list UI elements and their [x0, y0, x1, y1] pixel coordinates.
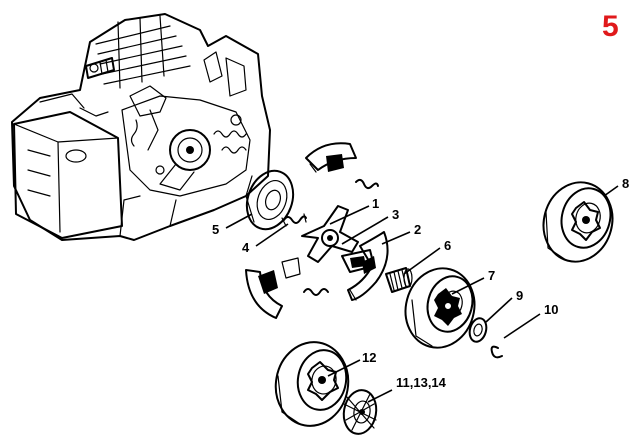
callout-5: 5 [212, 222, 219, 237]
leader-lines [225, 185, 619, 403]
page-number: 5 [602, 10, 619, 43]
part-2-clutch-shoe-large [347, 231, 389, 301]
callout-9: 9 [516, 288, 523, 303]
muffler [13, 93, 123, 239]
clutch-shoe-bottom [245, 257, 301, 319]
callout-11-13-14: 11,13,14 [396, 375, 447, 390]
part-1-clutch-hub [301, 205, 359, 263]
part-10-e-clip [490, 345, 503, 359]
engine-crankcase [11, 13, 271, 241]
part-12-clutch-drum [274, 341, 350, 427]
callout-2: 2 [414, 222, 421, 237]
hub-spring-top [355, 178, 379, 190]
callout-6: 6 [444, 238, 451, 253]
part-7-clutch-drum [404, 267, 476, 349]
callout-8: 8 [622, 176, 629, 191]
callout-10: 10 [544, 302, 558, 317]
callout-3: 3 [392, 207, 399, 222]
part-4-spring [281, 213, 307, 227]
hub-spring-bottom [303, 288, 329, 296]
callout-7: 7 [488, 268, 495, 283]
part-11-13-14-sprocket [342, 389, 378, 435]
callout-4: 4 [242, 240, 250, 255]
part-9-washer [468, 317, 488, 343]
spark-plug [85, 57, 115, 79]
callout-labels: 1 2 3 4 5 6 7 8 9 10 12 11,13,14 [212, 176, 629, 390]
clutch-shoe-top [305, 142, 357, 173]
part-6-needle-bearing [385, 267, 413, 293]
callout-1: 1 [372, 196, 379, 211]
callout-12: 12 [362, 350, 376, 365]
part-5-thrust-washer [245, 169, 295, 231]
part-8-rim-drum [542, 181, 614, 263]
